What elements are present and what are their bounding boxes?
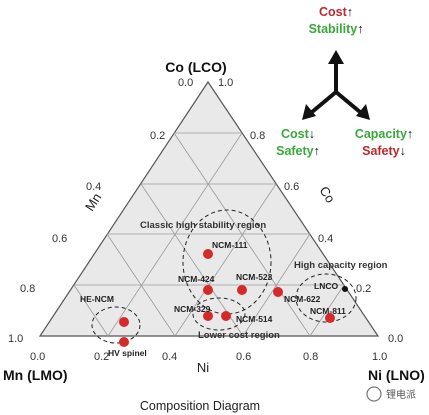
caption: Composition Diagram [140,399,260,413]
legend-right-capacity-arrow: ↑ [407,127,413,141]
tick-top-0: 0.0 [178,77,193,89]
legend-right-2: Safety↓ [362,144,406,158]
label-ncm329: NCM-329 [174,304,211,314]
legend-right-safety-arrow: ↓ [400,144,406,158]
tick-bottom-00: 0.0 [30,351,45,363]
tick-right-00: 0.0 [388,333,403,345]
point-ncm523 [237,285,247,295]
label-ncm514: NCM-514 [236,314,273,324]
point-lnco [342,286,348,292]
legend-top-stability-arrow: ↑ [357,22,363,36]
legend-left: Cost↓ [281,127,315,141]
tick-top-1: 1.0 [218,77,233,89]
point-ncm329 [203,311,213,321]
legend-right: Capacity↑ [355,127,413,141]
legend-left-2: Safety↑ [276,144,320,158]
corner-label-top: Co (LCO) [165,59,226,75]
he-ncm-outline [91,306,141,344]
point-ncm111 [203,249,213,259]
watermark-icon [366,386,382,402]
axis-name-co: Co [316,183,338,205]
point-ncm811 [325,313,335,323]
tick-left-04: 0.4 [86,181,101,193]
watermark-text: 锂电派 [386,388,416,401]
label-ncm622: NCM-622 [284,294,321,304]
watermark: 锂电派 [366,386,416,402]
tick-bottom-08: 0.8 [303,351,318,363]
tick-bottom-10: 1.0 [372,351,387,363]
region-outlines [91,209,357,344]
tick-left-08: 0.8 [20,283,35,295]
legend-left-safety-arrow: ↑ [314,144,320,158]
tick-left-02: 0.2 [150,130,165,142]
high-capacity-outline [295,273,357,323]
legend-left-cost-arrow: ↓ [309,127,315,141]
point-ncm514 [221,311,231,321]
legend-arrows [302,50,370,120]
region-label-classic: Classic high stability region [140,220,266,231]
label-ncm111: NCM-111 [212,240,248,250]
corner-label-right: Ni (LNO) [368,367,425,383]
tick-left-06: 0.6 [52,233,67,245]
legend-right-safety: Safety [362,144,400,158]
tick-right-06: 0.6 [284,181,299,193]
axis-name-ni: Ni [197,360,209,375]
legend-left-cost: Cost [281,127,310,141]
label-hv-spinel: HV spinel [108,348,147,358]
tick-bottom-04: 0.4 [162,351,177,363]
legend-top-stability: Stability [309,22,358,36]
region-label-lower-cost: Lower cost region [198,330,280,341]
label-ncm523: NCM-523 [236,272,273,282]
label-ncm424: NCM-424 [178,274,215,284]
tick-right-08: 0.8 [250,130,265,142]
point-ncm622 [273,287,283,297]
corner-label-left: Mn (LMO) [3,367,68,383]
legend-right-capacity: Capacity [355,127,407,141]
legend-top-cost: Cost [319,5,348,19]
legend-top: Cost↑ [319,5,353,19]
axis-name-mn: Mn [82,190,104,213]
point-he-ncm [119,317,129,327]
ternary-triangle [38,80,380,337]
label-he-ncm: HE-NCM [80,294,114,304]
legend-top-cost-arrow: ↑ [347,5,353,19]
lower-cost-outline [192,297,246,331]
tick-bottom-06: 0.6 [236,351,251,363]
tick-right-04: 0.4 [318,233,333,245]
classic-region-outline [182,209,272,315]
tick-left-10: 1.0 [8,333,23,345]
tick-right-02: 0.2 [356,283,371,295]
label-ncm811: NCM-811 [310,306,346,316]
legend-top-2: Stability↑ [309,22,364,36]
label-lnco: LNCO [314,281,338,291]
legend-left-safety: Safety [276,144,314,158]
tick-bottom-02: 0.2 [94,351,109,363]
region-label-high-capacity: High capacity region [294,260,388,271]
point-hv-spinel [119,337,129,347]
grid-lines [73,132,345,337]
point-ncm424 [203,285,213,295]
material-points [119,249,348,347]
